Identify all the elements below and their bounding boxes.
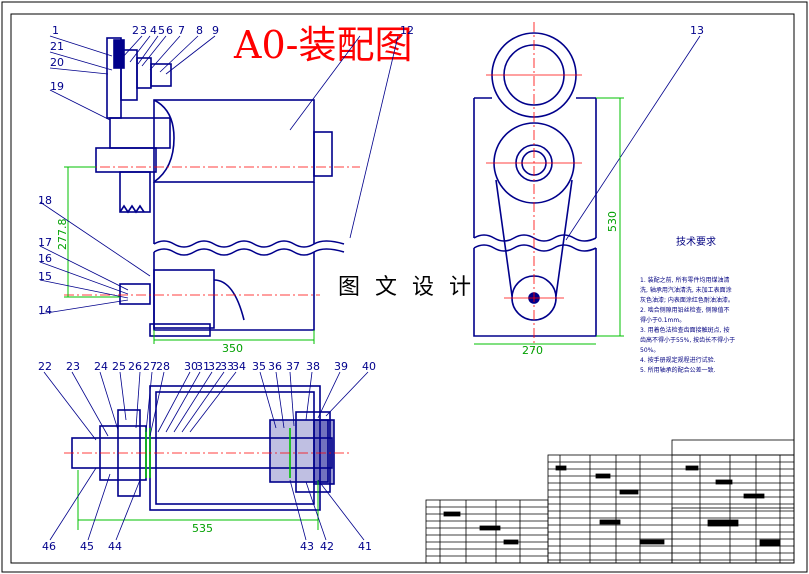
part-number: 7 xyxy=(178,24,185,37)
part-number: 17 xyxy=(38,236,52,249)
part-number: 5 xyxy=(158,24,165,37)
leaders-top xyxy=(39,35,399,315)
title-block-text-block xyxy=(443,511,461,517)
title-block-text-block xyxy=(595,473,611,479)
title-block-text-block xyxy=(479,525,501,531)
dim-mid-label: 350 xyxy=(222,342,243,355)
part-number: 38 xyxy=(306,360,320,373)
part-number: 15 xyxy=(38,270,52,283)
dim-bottom-label: 535 xyxy=(192,522,213,535)
part-number: 19 xyxy=(50,80,64,93)
tech-requirement-line: 灰色油漆; 内表面涂红色耐油油漆。 xyxy=(640,296,734,304)
tech-requirement-line: 齿高不得小于55%, 按齿长不得小于 xyxy=(640,336,735,344)
part-number: 22 xyxy=(38,360,52,373)
tech-requirement-line: 2. 啮合侧隙用铅丝检查, 侧隙值不 xyxy=(640,306,729,314)
part-number: 30 xyxy=(184,360,198,373)
part-number: 12 xyxy=(400,24,414,37)
drawing-title: A0-装配图 xyxy=(233,23,412,67)
part-number: 16 xyxy=(38,252,52,265)
part-number: 13 xyxy=(690,24,704,37)
part-number: 8 xyxy=(196,24,203,37)
watermark-bg xyxy=(320,262,480,304)
part-number: 34 xyxy=(232,360,246,373)
part-number: 1 xyxy=(52,24,59,37)
part-number: 3 xyxy=(140,24,147,37)
part-number: 20 xyxy=(50,56,64,69)
part-number: 24 xyxy=(94,360,108,373)
part-number: 41 xyxy=(358,540,372,553)
part-number: 39 xyxy=(334,360,348,373)
tech-requirement-line: 3. 用着色法检查齿面接触斑点, 按 xyxy=(640,326,729,334)
part-number: 31 xyxy=(196,360,210,373)
part-number: 35 xyxy=(252,360,266,373)
part-number: 44 xyxy=(108,540,122,553)
part-number: 33 xyxy=(220,360,234,373)
bottom-section-view xyxy=(71,385,335,511)
part-number: 28 xyxy=(156,360,170,373)
part-number: 37 xyxy=(286,360,300,373)
title-block-text-block xyxy=(715,479,733,485)
tech-requirement-line: 1. 装配之前, 所有零件均用煤油清 xyxy=(640,276,729,284)
watermark-text: 图 文 设 计 xyxy=(338,275,475,300)
title-block-text-block xyxy=(599,519,621,525)
part-number: 45 xyxy=(80,540,94,553)
leader-13 xyxy=(565,35,701,241)
sheet-inner-border xyxy=(10,13,795,564)
tech-requirements-title: 技术要求 xyxy=(676,235,716,248)
part-number: 42 xyxy=(320,540,334,553)
dim-right-vertical xyxy=(596,97,624,337)
title-block-text-block xyxy=(707,519,739,527)
dim-bottom-horizontal xyxy=(77,470,319,530)
title-block-text-block xyxy=(503,539,519,545)
title-block-text-block xyxy=(639,539,665,545)
top-left-view xyxy=(95,37,345,337)
part-number: 32 xyxy=(208,360,222,373)
title-block xyxy=(425,439,795,564)
part-number: 36 xyxy=(268,360,282,373)
part-number: 18 xyxy=(38,194,52,207)
dim-right-width-label: 270 xyxy=(522,344,543,357)
tech-requirement-line: 4. 按手册规定规程进行试验. xyxy=(640,356,716,364)
part-number: 21 xyxy=(50,40,64,53)
part-number: 4 xyxy=(150,24,157,37)
part-number: 2 xyxy=(132,24,139,37)
part-number: 40 xyxy=(362,360,376,373)
dim-mid-horizontal xyxy=(153,330,315,344)
part-number: 27 xyxy=(143,360,157,373)
right-side-view xyxy=(473,32,597,337)
dim-right-label: 530 xyxy=(606,211,619,232)
title-block-text-block xyxy=(619,489,639,495)
part-number: 46 xyxy=(42,540,56,553)
dim-left-vertical xyxy=(64,166,120,298)
tech-requirement-line: 洗, 轴承用汽油清洗, 未加工表面涂 xyxy=(640,286,732,294)
part-number: 25 xyxy=(112,360,126,373)
leaders-bottom xyxy=(43,371,369,541)
title-block-text-block xyxy=(685,465,699,471)
part-number: 26 xyxy=(128,360,142,373)
part-number: 23 xyxy=(66,360,80,373)
tech-requirement-line: 5. 所用轴承的配合公差一致. xyxy=(640,366,716,374)
part-number: 43 xyxy=(300,540,314,553)
title-block-text-block xyxy=(555,465,567,471)
tech-requirement-line: 得小于0.1mm。 xyxy=(640,316,685,324)
title-block-text-block xyxy=(743,493,765,499)
tech-requirement-line: 50%。 xyxy=(640,347,659,354)
title-block-text-block xyxy=(759,539,781,547)
part-number: 9 xyxy=(212,24,219,37)
dim-left-label: 277.8 xyxy=(56,219,69,251)
part-number: 6 xyxy=(166,24,173,37)
part-number: 14 xyxy=(38,304,52,317)
